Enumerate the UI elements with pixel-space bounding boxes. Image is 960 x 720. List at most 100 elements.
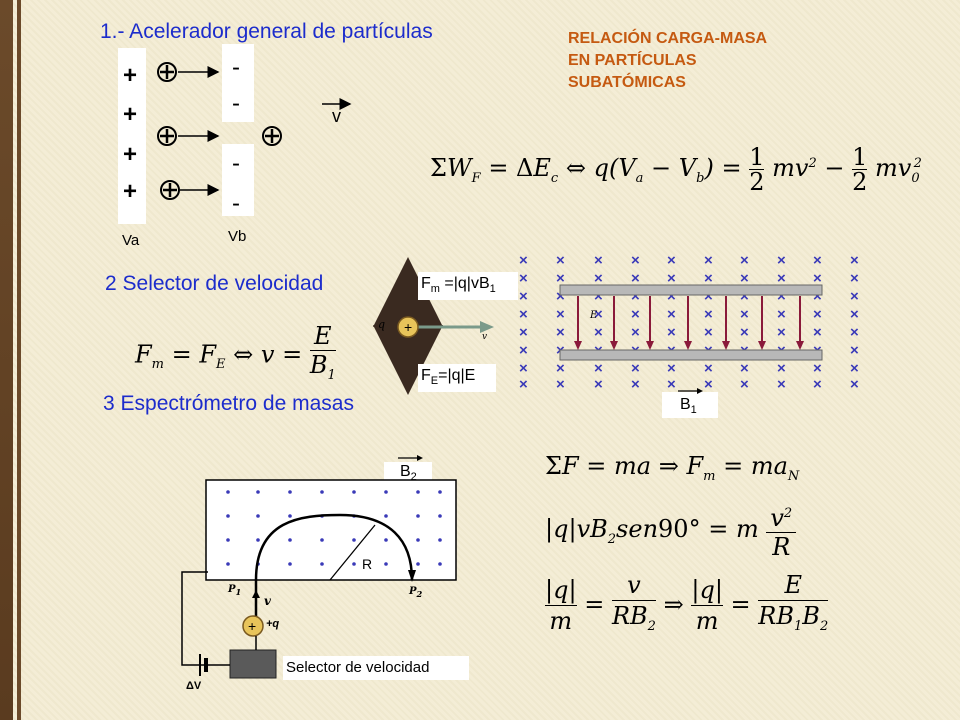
left-border-bar	[0, 0, 13, 720]
field-x-mark: ×	[667, 270, 676, 287]
field-x-mark: ×	[594, 288, 603, 305]
left-border-line	[17, 0, 21, 720]
plate-plus-1: +	[123, 62, 138, 89]
field-x-mark: ×	[704, 288, 713, 305]
svg-text:+: +	[404, 319, 412, 335]
field-dot	[384, 538, 388, 542]
plate-plus-4: +	[123, 178, 138, 205]
plate-plus-3: +	[123, 141, 138, 168]
field-x-mark: ×	[519, 360, 528, 377]
field-dot	[438, 538, 442, 542]
field-x-mark: ×	[813, 360, 822, 377]
b1-label: B1	[680, 396, 697, 417]
field-x-mark: ×	[631, 288, 640, 305]
electric-field-arrowhead	[796, 341, 804, 350]
field-e-label: E	[589, 310, 598, 321]
field-x-mark: ×	[777, 324, 786, 341]
field-x-mark: ×	[594, 270, 603, 287]
field-x-mark: ×	[704, 360, 713, 377]
field-dot	[226, 562, 230, 566]
field-x-mark: ×	[519, 252, 528, 269]
field-dot	[320, 538, 324, 542]
field-dot	[226, 514, 230, 518]
field-x-mark: ×	[556, 376, 565, 393]
field-x-mark: ×	[777, 360, 786, 377]
field-dot	[320, 562, 324, 566]
field-x-mark: ×	[704, 252, 713, 269]
title-line-1: RELACIÓN CARGA-MASA	[568, 30, 768, 47]
field-x-mark: ×	[594, 252, 603, 269]
field-x-mark: ×	[813, 288, 822, 305]
field-x-mark: ×	[631, 306, 640, 323]
field-dot	[416, 538, 420, 542]
b1-label-box	[662, 392, 718, 418]
electric-force-label: FE=|q|E	[421, 367, 476, 388]
field-dot	[352, 490, 356, 494]
positive-selector-plate	[559, 284, 823, 296]
field-x-mark: ×	[777, 306, 786, 323]
field-x-mark: ×	[556, 288, 565, 305]
field-x-mark: ×	[813, 306, 822, 323]
vb-label: Vb	[228, 228, 247, 245]
field-dot	[352, 562, 356, 566]
field-x-mark: ×	[777, 376, 786, 393]
field-x-mark: ×	[519, 288, 528, 305]
field-x-mark: ×	[594, 376, 603, 393]
title-line-3: SUBATÓMICAS	[568, 74, 686, 91]
field-dot	[256, 514, 260, 518]
field-dot	[288, 538, 292, 542]
plate-minus-3: -	[232, 150, 240, 177]
charge-q-label: q	[378, 318, 386, 331]
field-x-mark: ×	[813, 252, 822, 269]
selector-label-box	[283, 656, 469, 680]
field-x-mark: ×	[740, 288, 749, 305]
field-x-mark: ×	[631, 252, 640, 269]
field-x-mark: ×	[850, 342, 859, 359]
b2-label-box	[384, 462, 432, 484]
electric-field-arrowhead	[684, 341, 692, 350]
field-x-mark: ×	[704, 324, 713, 341]
field-dot	[288, 562, 292, 566]
field-x-mark: ×	[631, 360, 640, 377]
field-x-mark: ×	[519, 270, 528, 287]
field-x-mark: ×	[850, 324, 859, 341]
field-x-mark: ×	[519, 324, 528, 341]
field-x-mark: ×	[777, 252, 786, 269]
field-x-mark: ×	[667, 288, 676, 305]
radius-label: R	[362, 556, 373, 572]
field-x-mark: ×	[594, 306, 603, 323]
section-3-heading: 3 Espectrómetro de masas	[103, 392, 354, 415]
field-dot	[226, 490, 230, 494]
field-x-mark: ×	[556, 324, 565, 341]
field-x-mark: ×	[740, 306, 749, 323]
field-x-mark: ×	[519, 342, 528, 359]
p1-label: P1	[228, 584, 242, 597]
field-dot	[384, 514, 388, 518]
negative-plate-top	[222, 44, 254, 122]
electric-force-label-box	[418, 364, 496, 392]
field-x-mark: ×	[850, 288, 859, 305]
magnetic-force-label-box	[418, 272, 518, 300]
field-x-mark: ×	[740, 360, 749, 377]
field-x-mark: ×	[813, 270, 822, 287]
field-x-mark: ×	[704, 376, 713, 393]
field-dot	[438, 490, 442, 494]
field-x-mark: ×	[850, 270, 859, 287]
field-x-mark: ×	[556, 306, 565, 323]
field-x-mark: ×	[850, 306, 859, 323]
field-dot	[438, 562, 442, 566]
positive-plate	[118, 48, 146, 224]
field-x-mark: ×	[594, 324, 603, 341]
plate-minus-1: -	[232, 54, 240, 81]
field-dot	[416, 490, 420, 494]
field-x-mark: ×	[631, 324, 640, 341]
field-x-mark: ×	[813, 376, 822, 393]
field-x-mark: ×	[519, 376, 528, 393]
svg-text:+: +	[248, 618, 256, 634]
